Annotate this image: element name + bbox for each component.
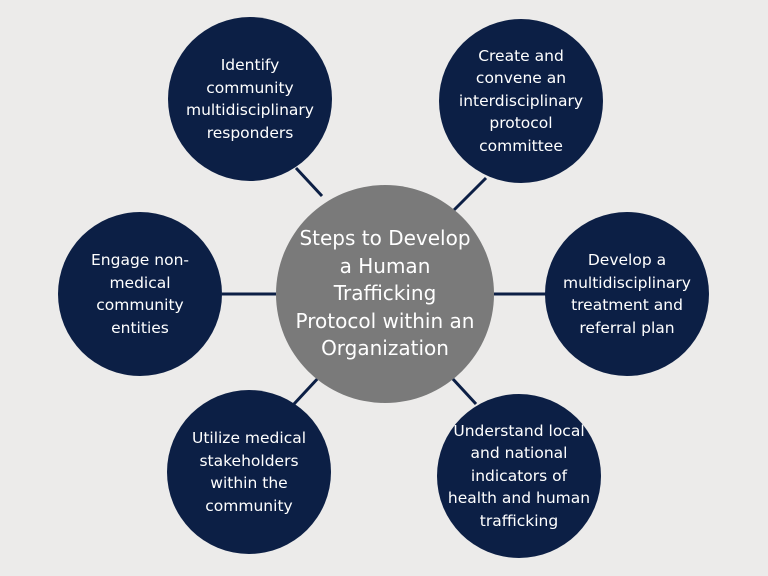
step-label: Understand local and national indicators…: [447, 421, 591, 530]
step-utilize-stakeholders: Utilize medical stakeholders within the …: [167, 390, 331, 554]
connector-top-left: [294, 166, 324, 198]
step-understand-indicators: Understand local and national indicators…: [437, 394, 601, 558]
connector-bottom-right: [450, 376, 478, 406]
connector-bottom-left: [292, 374, 322, 406]
step-label: Utilize medical stakeholders within the …: [191, 429, 307, 515]
connector-top-right: [452, 176, 488, 212]
central-topic-label: Steps to Develop a Human Trafficking Pro…: [295, 226, 475, 361]
step-create-committee: Create and convene an interdisciplinary …: [439, 19, 603, 183]
central-topic: Steps to Develop a Human Trafficking Pro…: [276, 185, 494, 403]
step-label: Develop a multidisciplinary treatment an…: [563, 251, 691, 337]
step-label: Identify community multidisciplinary res…: [186, 56, 314, 142]
step-identify-responders: Identify community multidisciplinary res…: [168, 17, 332, 181]
step-engage-non-medical: Engage non-medical community entities: [58, 212, 222, 376]
step-label: Engage non-medical community entities: [91, 251, 189, 337]
step-label: Create and convene an interdisciplinary …: [458, 46, 584, 155]
step-develop-plan: Develop a multidisciplinary treatment an…: [545, 212, 709, 376]
